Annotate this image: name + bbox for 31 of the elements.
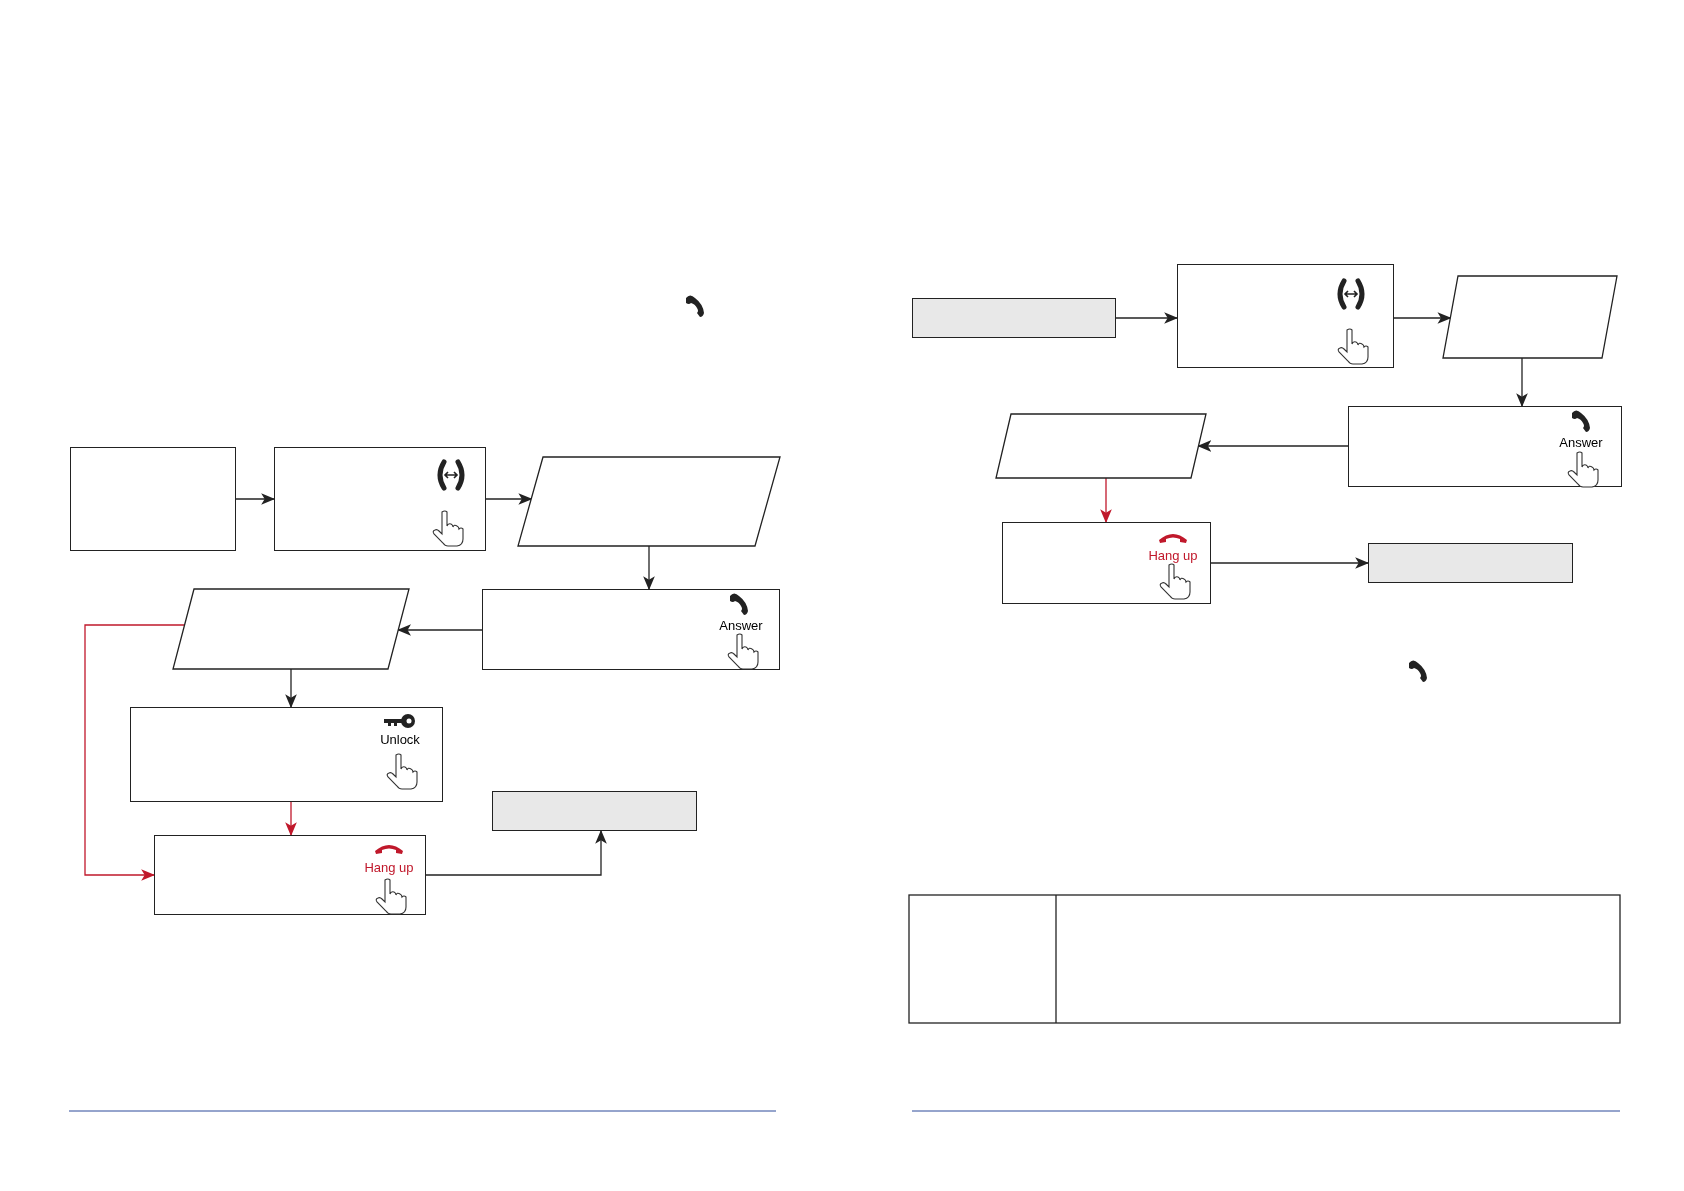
flow-arrow xyxy=(1197,440,1349,452)
flow-arrow xyxy=(285,668,297,709)
result-box xyxy=(492,791,697,831)
io-parallelogram xyxy=(996,414,1206,478)
action-label: Hang up xyxy=(1148,548,1198,562)
flow-arrow xyxy=(1516,357,1528,408)
step-box xyxy=(482,589,780,670)
flow-arrow xyxy=(1115,312,1179,324)
step-box xyxy=(70,447,236,551)
flow-arrow xyxy=(285,801,297,837)
flow-arrow xyxy=(1210,557,1370,569)
step-box xyxy=(130,707,443,802)
flow-arrow xyxy=(425,829,607,876)
result-box xyxy=(1368,543,1573,583)
step-box xyxy=(1002,522,1211,604)
result-box xyxy=(912,298,1116,338)
step-box xyxy=(1177,264,1394,368)
io-parallelogram xyxy=(1443,276,1617,358)
step-box xyxy=(1348,406,1622,487)
io-parallelogram xyxy=(173,589,409,669)
flow-arrow xyxy=(643,545,655,591)
step-box xyxy=(274,447,486,551)
action-label: Hang up xyxy=(364,860,414,874)
action-label: Answer xyxy=(1559,435,1603,449)
action-label: Unlock xyxy=(380,732,420,746)
flow-arrow xyxy=(235,493,276,505)
io-parallelogram xyxy=(518,457,780,546)
action-label: Answer xyxy=(719,618,763,632)
flow-arrow xyxy=(1100,477,1112,524)
step-box xyxy=(154,835,426,915)
flow-arrow xyxy=(397,624,483,636)
